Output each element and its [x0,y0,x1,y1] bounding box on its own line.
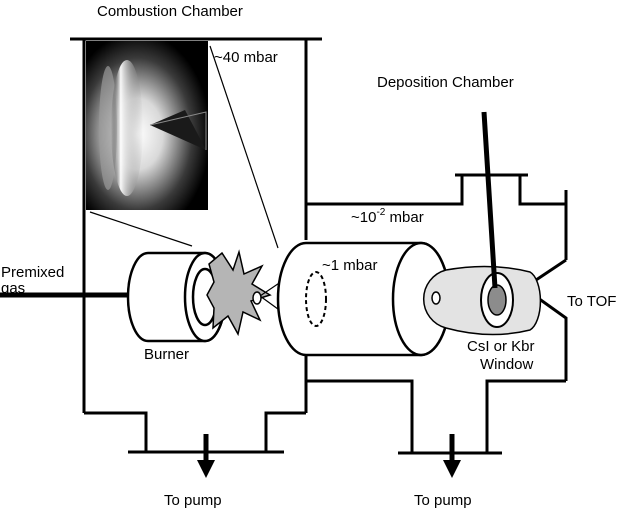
gas-label: gas [1,280,25,297]
window-label-line1: CsI or Kbr [467,338,535,355]
flame-flash [206,249,272,337]
pump-arrow-left [197,434,215,478]
to-pump-right-label: To pump [414,492,472,509]
zoom-line-right [209,45,279,249]
to-tof-label: To TOF [567,293,616,310]
premixed-label: Premixed [1,264,64,281]
pressure-1e2-unit: mbar [385,209,423,226]
to-pump-left-label: To pump [164,492,222,509]
pressure-40-label: ~40 mbar [214,49,278,66]
pump-arrow-right [443,434,461,478]
csi-window [480,272,514,328]
zoom-line-left [89,211,193,247]
window-hole [431,291,441,305]
deposition-chamber-label: Deposition Chamber [377,74,514,91]
flame-photo [86,41,208,210]
deposition-cylinder [276,241,451,357]
pressure-1e2-label: ~10-2 mbar [351,207,424,226]
holder-rod [481,111,498,289]
deposition-chamber-outline [306,173,568,455]
pressure-1-label: ~1 mbar [322,257,377,274]
combustion-chamber-label: Combustion Chamber [97,3,243,20]
window-label-line2: Window [480,356,534,373]
pressure-1e2-exponent: -2 [376,207,385,218]
pressure-1e2-base: ~10 [351,209,376,226]
burner-label: Burner [144,346,189,363]
